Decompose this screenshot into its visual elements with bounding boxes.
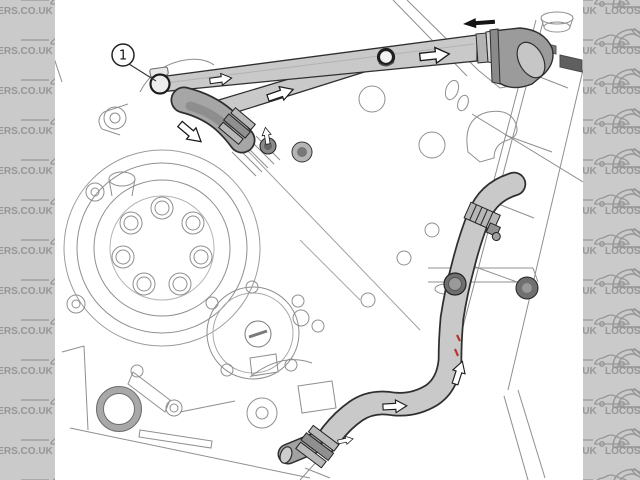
watermark-tile: LOCOSTBUILDERS.CO.UK	[605, 107, 640, 150]
flow-arrow	[174, 117, 207, 148]
car-front-icon	[611, 0, 640, 13]
car-front-icon	[611, 27, 640, 53]
watermark-text: LOCOSTBUILDERS.CO.UK	[605, 6, 640, 17]
watermark-tile: LOCOSTBUILDERS.CO.UK	[605, 27, 640, 70]
direction-arrow-left-icon	[463, 18, 496, 29]
tube-grommet	[376, 47, 396, 67]
watermark-text: LOCOSTBUILDERS.CO.UK	[605, 86, 640, 97]
thermostat-clamp	[217, 106, 257, 146]
watermark-tile: LOCOSTBUILDERS.CO.UK	[605, 347, 640, 390]
watermark-text: LOCOSTBUILDERS.CO.UK	[0, 446, 53, 457]
car-front-icon	[611, 147, 640, 173]
car-front-icon	[611, 307, 640, 333]
radiator-inlet-elbow	[489, 27, 554, 89]
watermark-text: LOCOSTBUILDERS.CO.UK	[0, 6, 53, 17]
red-marks	[453, 334, 461, 357]
watermark-tile: LOCOSTBUILDERS.CO.UK	[605, 387, 640, 430]
watermark-text: LOCOSTBUILDERS.CO.UK	[605, 366, 640, 377]
car-side-icon	[565, 472, 631, 480]
watermark-text: LOCOSTBUILDERS.CO.UK	[605, 446, 640, 457]
watermark-tile: LOCOSTBUILDERS.CO.UK	[605, 467, 640, 480]
watermark-text: LOCOSTBUILDERS.CO.UK	[605, 206, 640, 217]
car-front-icon	[611, 427, 640, 453]
watermark-tile: LOCOSTBUILDERS.CO.UK	[605, 147, 640, 190]
watermark-tile: LOCOSTBUILDERS.CO.UK	[605, 67, 640, 110]
watermark-tile: LOCOSTBUILDERS.CO.UK	[605, 267, 640, 310]
watermark-text: LOCOSTBUILDERS.CO.UK	[0, 166, 53, 177]
hose-clamp-bottom	[295, 424, 340, 469]
watermark-text: LOCOSTBUILDERS.CO.UK	[0, 326, 53, 337]
car-front-icon	[611, 227, 640, 253]
diagram-canvas: 1	[49, 0, 584, 480]
thermostat-elbow	[170, 86, 313, 163]
watermark-text: LOCOSTBUILDERS.CO.UK	[605, 246, 640, 257]
watermark-text: LOCOSTBUILDERS.CO.UK	[605, 126, 640, 137]
callout-1: 1	[111, 43, 157, 82]
car-front-icon	[611, 267, 640, 293]
watermark-tile: LOCOSTBUILDERS.CO.UK	[605, 187, 640, 230]
car-front-icon	[611, 67, 640, 93]
hose-clamp-top	[463, 201, 502, 242]
watermark-tile: LOCOSTBUILDERS.CO.UK	[605, 0, 640, 30]
car-front-icon	[611, 387, 640, 413]
watermark-text: LOCOSTBUILDERS.CO.UK	[605, 166, 640, 177]
watermark-text: LOCOSTBUILDERS.CO.UK	[0, 286, 53, 297]
hose-bolt	[443, 272, 539, 300]
watermark-text: LOCOSTBUILDERS.CO.UK	[605, 406, 640, 417]
car-front-icon	[611, 107, 640, 133]
watermark-text: LOCOSTBUILDERS.CO.UK	[605, 46, 640, 57]
watermark-text: LOCOSTBUILDERS.CO.UK	[0, 86, 53, 97]
car-front-icon	[611, 347, 640, 373]
watermark-tile: LOCOSTBUILDERS.CO.UK	[605, 427, 640, 470]
return-hose	[314, 171, 527, 454]
watermark-text: LOCOSTBUILDERS.CO.UK	[0, 246, 53, 257]
watermark-text: LOCOSTBUILDERS.CO.UK	[0, 46, 53, 57]
watermark-text: LOCOSTBUILDERS.CO.UK	[0, 126, 53, 137]
callout-1-circle	[111, 43, 135, 67]
watermark-text: LOCOSTBUILDERS.CO.UK	[0, 206, 53, 217]
car-front-icon	[611, 467, 640, 480]
cover-bolts	[111, 196, 213, 296]
radiator-slat-dark	[559, 54, 583, 73]
watermark-text: LOCOSTBUILDERS.CO.UK	[0, 406, 53, 417]
watermark-tile: LOCOSTBUILDERS.CO.UK	[605, 227, 640, 270]
watermark-text: LOCOSTBUILDERS.CO.UK	[0, 366, 53, 377]
watermark-tile: LOCOSTBUILDERS.CO.UK	[605, 307, 640, 350]
watermark-text: LOCOSTBUILDERS.CO.UK	[605, 286, 640, 297]
watermark-text: LOCOSTBUILDERS.CO.UK	[605, 326, 640, 337]
tube-fitting-ring	[149, 73, 171, 95]
car-front-icon	[611, 187, 640, 213]
callout-1-label: 1	[119, 49, 127, 64]
